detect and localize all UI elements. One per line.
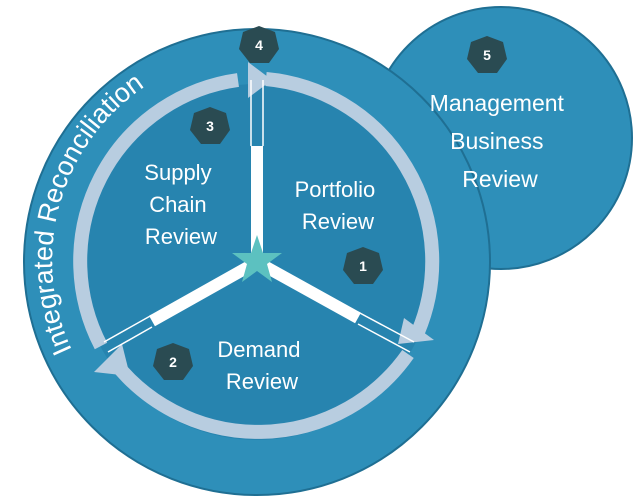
svg-text:5: 5 [483,47,491,63]
divider-left [149,256,260,327]
svg-text:1: 1 [359,258,367,274]
divider-right [254,256,361,324]
heptagon-icon [343,247,383,284]
heptagon-icon [153,343,193,380]
svg-text:4: 4 [255,37,263,53]
svg-text:2: 2 [169,354,177,370]
star-icon [232,235,282,282]
step-badge-2: 2 [153,343,193,380]
arrow-head-3 [94,344,130,376]
step-label-portfolio: Portfolio Review [295,177,382,234]
step-badge-4: 4 [239,26,279,63]
arrow-head-1 [248,62,272,98]
arrow-segment-supply [73,73,239,350]
step-label-demand: Demand Review [217,337,306,394]
heptagon-icon [467,36,507,73]
heptagon-icon [190,107,230,144]
divider-tails [103,80,415,353]
arrow-segment-portfolio [265,72,440,335]
heptagon-icon [239,26,279,63]
step-badge-1: 1 [343,247,383,284]
step-badge-3: 3 [190,107,230,144]
step-badge-5: 5 [467,36,507,73]
cycle-arrows [73,72,440,439]
svg-text:3: 3 [206,118,214,134]
arrow-segment-demand [106,349,414,439]
step-label-management: Management Business Review [430,90,571,192]
step-label-supply: Supply Chain Review [144,160,217,249]
